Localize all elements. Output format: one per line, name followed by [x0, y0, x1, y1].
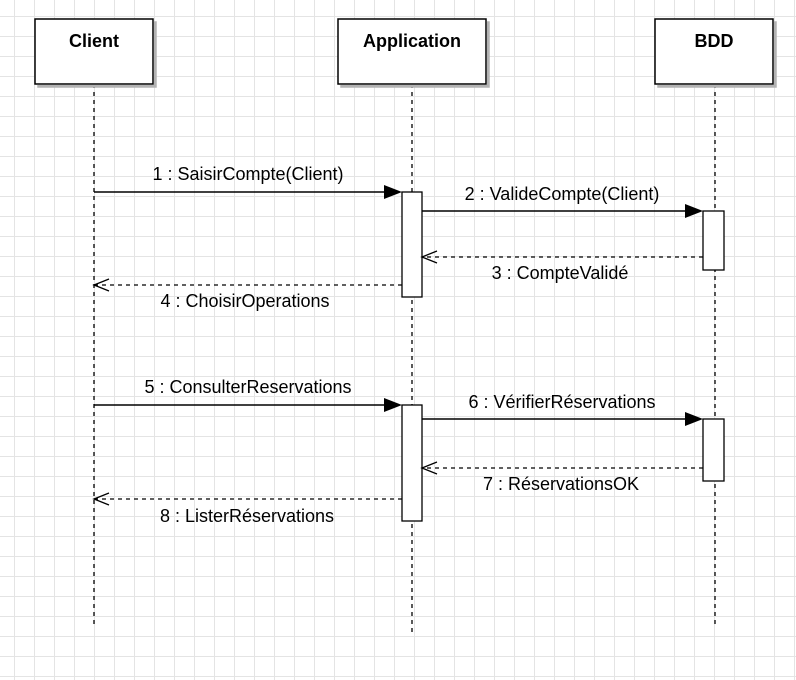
message-7[interactable]: 7 : RéservationsOK: [420, 461, 703, 494]
actor-bdd[interactable]: BDD: [654, 18, 774, 85]
actor-application-label: Application: [363, 31, 461, 51]
message-4-label: 4 : ChoisirOperations: [160, 291, 329, 311]
message-1[interactable]: 1 : SaisirCompte(Client): [94, 164, 402, 199]
application-activation-2[interactable]: [401, 404, 423, 522]
message-7-arrowhead: [420, 461, 438, 475]
message-8-arrowhead: [92, 492, 110, 506]
message-6-arrowhead: [685, 412, 703, 426]
actor-client[interactable]: Client: [34, 18, 154, 85]
application-activation-1[interactable]: [401, 191, 423, 298]
message-3-label: 3 : CompteValidé: [492, 263, 629, 283]
actor-bdd-box: [654, 18, 774, 85]
actor-client-label: Client: [69, 31, 119, 51]
actor-client-box: [34, 18, 154, 85]
message-5-label: 5 : ConsulterReservations: [144, 377, 351, 397]
message-1-label: 1 : SaisirCompte(Client): [152, 164, 343, 184]
message-1-arrowhead: [384, 185, 402, 199]
message-2[interactable]: 2 : ValideCompte(Client): [422, 184, 703, 218]
message-3[interactable]: 3 : CompteValidé: [420, 250, 703, 283]
message-2-arrowhead: [685, 204, 703, 218]
actor-application-box: [337, 18, 487, 85]
actor-bdd-label: BDD: [695, 31, 734, 51]
message-5-arrowhead: [384, 398, 402, 412]
message-4[interactable]: 4 : ChoisirOperations: [92, 278, 402, 311]
message-2-label: 2 : ValideCompte(Client): [465, 184, 660, 204]
bdd-activation-1[interactable]: [702, 210, 725, 271]
message-5[interactable]: 5 : ConsulterReservations: [94, 377, 402, 412]
message-8-label: 8 : ListerRéservations: [160, 506, 334, 526]
message-3-arrowhead: [420, 250, 438, 264]
message-8[interactable]: 8 : ListerRéservations: [92, 492, 402, 526]
message-4-arrowhead: [92, 278, 110, 292]
message-6-label: 6 : VérifierRéservations: [468, 392, 655, 412]
actor-application[interactable]: Application: [337, 18, 487, 85]
message-6[interactable]: 6 : VérifierRéservations: [422, 392, 703, 426]
bdd-activation-2[interactable]: [702, 418, 725, 482]
message-7-label: 7 : RéservationsOK: [483, 474, 639, 494]
